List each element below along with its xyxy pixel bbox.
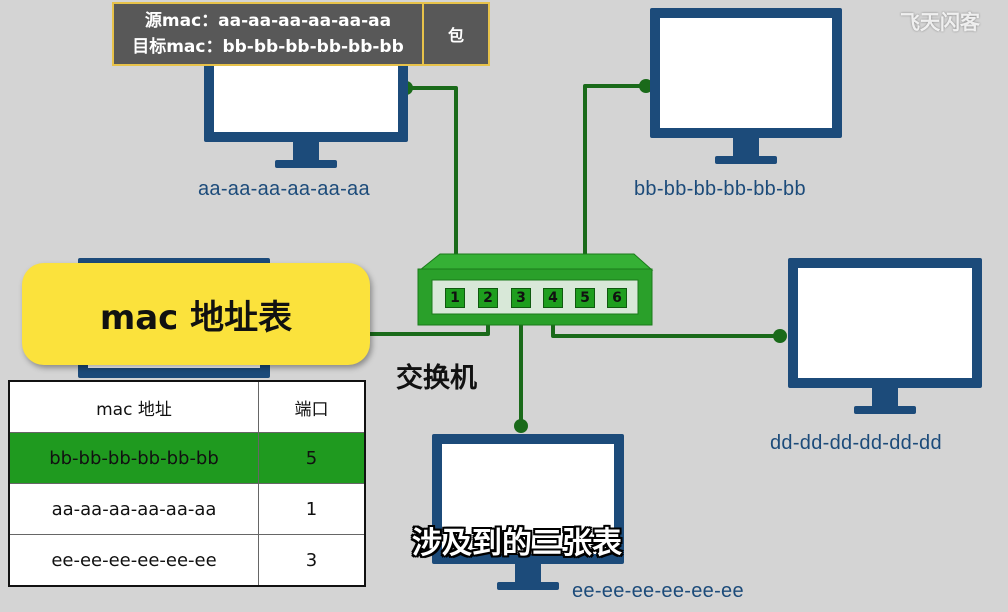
wire-endpoint-d bbox=[773, 329, 787, 343]
switch-port-2: 2 bbox=[478, 288, 498, 308]
wire-endpoint-b bbox=[639, 79, 653, 93]
mac-address-table: mac 地址 端口 bb-bb-bb-bb-bb-bb 5 aa-aa-aa-a… bbox=[8, 380, 366, 587]
mac-table-title: mac 地址表 bbox=[22, 263, 370, 365]
switch-port-1: 1 bbox=[445, 288, 465, 308]
host-e-monitor bbox=[432, 434, 624, 590]
packet-dst-mac: 目标mac：bb-bb-bb-bb-bb-bb bbox=[132, 37, 404, 57]
packet-payload: 包 bbox=[422, 2, 490, 66]
table-row: bb-bb-bb-bb-bb-bb 5 bbox=[8, 432, 366, 484]
switch-port-6: 6 bbox=[607, 288, 627, 308]
cell-port: 1 bbox=[258, 483, 366, 535]
table-header-row: mac 地址 端口 bbox=[8, 380, 366, 433]
host-e-mac-label: ee-ee-ee-ee-ee-ee bbox=[572, 580, 744, 602]
camera-dot bbox=[743, 20, 749, 26]
cell-mac: bb-bb-bb-bb-bb-bb bbox=[8, 432, 259, 484]
wire-port5-host-b bbox=[583, 84, 646, 292]
switch-port-5: 5 bbox=[575, 288, 595, 308]
camera-dot bbox=[525, 446, 531, 452]
camera-dot bbox=[882, 270, 888, 276]
cell-mac: ee-ee-ee-ee-ee-ee bbox=[8, 534, 259, 587]
header-mac: mac 地址 bbox=[8, 380, 259, 433]
packet: 源mac：aa-aa-aa-aa-aa-aa 目标mac：bb-bb-bb-bb… bbox=[112, 2, 490, 66]
packet-src-mac: 源mac：aa-aa-aa-aa-aa-aa bbox=[144, 11, 392, 31]
header-port: 端口 bbox=[258, 380, 366, 433]
table-row: ee-ee-ee-ee-ee-ee 3 bbox=[8, 534, 366, 587]
cell-mac: aa-aa-aa-aa-aa-aa bbox=[8, 483, 259, 535]
cell-port: 3 bbox=[258, 534, 366, 587]
switch-label: 交换机 bbox=[396, 363, 477, 394]
host-a-mac-label: aa-aa-aa-aa-aa-aa bbox=[198, 178, 370, 200]
host-b-monitor bbox=[650, 8, 842, 164]
host-d-monitor bbox=[788, 258, 982, 414]
packet-header: 源mac：aa-aa-aa-aa-aa-aa 目标mac：bb-bb-bb-bb… bbox=[112, 2, 422, 66]
wire-endpoint-e bbox=[514, 419, 528, 433]
host-d-mac-label: dd-dd-dd-dd-dd-dd bbox=[770, 432, 942, 454]
table-row: aa-aa-aa-aa-aa-aa 1 bbox=[8, 483, 366, 535]
wire-port1-host-a bbox=[406, 86, 458, 292]
video-subtitle: 涉及到的三张表 bbox=[412, 526, 622, 561]
host-b-mac-label: bb-bb-bb-bb-bb-bb bbox=[634, 178, 806, 200]
cell-port: 5 bbox=[258, 432, 366, 484]
switch-port-3: 3 bbox=[511, 288, 531, 308]
watermark: 飞天闪客 bbox=[900, 10, 980, 34]
switch-port-4: 4 bbox=[543, 288, 563, 308]
